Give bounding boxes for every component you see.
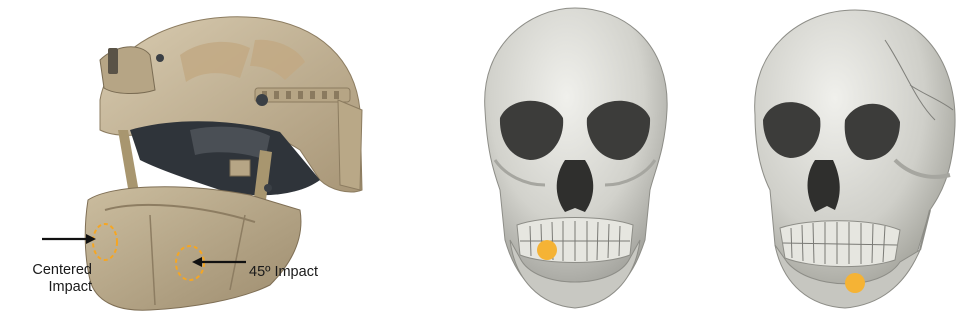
centered-impact-label: Centered Impact	[6, 262, 92, 296]
centered-impact-label-line2: Impact	[6, 279, 92, 296]
skull-oblique-image	[735, 0, 963, 324]
centered-impact-label-line1: Centered	[6, 262, 92, 279]
impact-marker-icon	[845, 273, 865, 293]
impact-marker-icon	[537, 240, 557, 260]
skull-front-image	[455, 0, 695, 324]
helmet-panel: Centered Impact 45º Impact	[0, 0, 400, 324]
skull-front-panel	[455, 0, 695, 324]
angled-impact-label: 45º Impact	[249, 264, 318, 281]
skull-oblique-panel	[735, 0, 963, 324]
arrow-icon	[42, 234, 96, 244]
